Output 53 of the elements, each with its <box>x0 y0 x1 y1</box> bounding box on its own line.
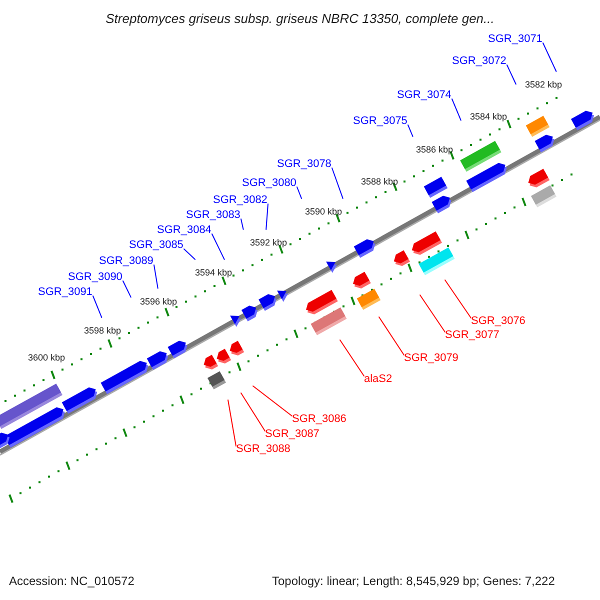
leader-line <box>122 280 132 298</box>
leader-line <box>252 386 292 416</box>
leader-line <box>378 316 404 356</box>
footer-text: Accession: NC_010572 <box>9 575 134 587</box>
leader-line <box>452 98 462 121</box>
gene-label: SGR_3080 <box>242 177 296 190</box>
scale-tick-label: 3600 kbp <box>28 354 66 362</box>
gene-label: SGR_3085 <box>129 239 184 252</box>
leader-line <box>240 392 266 432</box>
gene-label: SGR_3083 <box>186 209 240 222</box>
scale-tick-label: 3586 kbp <box>416 146 454 154</box>
leader-line <box>154 264 158 289</box>
gene-label: SGR_3075 <box>353 115 408 128</box>
leader-line <box>92 296 102 318</box>
scale-tick-label: 3596 kbp <box>140 298 178 306</box>
leader-line <box>420 294 446 332</box>
gene-label: SGR_3088 <box>236 443 290 456</box>
gene-label: SGR_3091 <box>38 286 92 299</box>
leader-line <box>408 124 414 137</box>
leader-line <box>212 234 225 260</box>
scale-tick-label: 3598 kbp <box>84 326 122 336</box>
gene-label: SGR_3079 <box>404 352 458 365</box>
gene-label: SGR_3090 <box>68 271 122 284</box>
leader-line <box>228 400 236 446</box>
leader-line <box>542 42 557 72</box>
gene-label: SGR_3071 <box>488 33 542 46</box>
leader-line <box>444 280 472 318</box>
leader-line <box>296 186 302 199</box>
footer-text: Topology: linear; Length: 8,545,929 bp; Genes: 7,222 <box>272 575 555 587</box>
scale-tick-label: 3590 kbp <box>305 208 342 216</box>
scale-tick-label: 3594 kbp <box>195 268 232 278</box>
leader-line <box>266 204 268 230</box>
gene-label: SGR_3077 <box>445 329 500 342</box>
gene-label: SGR_3089 <box>99 255 154 268</box>
scale-tick-label: 3588 kbp <box>361 178 398 186</box>
leader-line <box>332 168 344 199</box>
gene-label: SGR_3084 <box>157 224 212 237</box>
scale-tick-label: 3584 kbp <box>470 112 508 122</box>
chart-title: Streptomyces griseus subsp. griseus NBRC 13350, complete gen... <box>104 10 496 28</box>
gene-label: SGR_3082 <box>213 194 268 207</box>
gene-label: SGR_3072 <box>452 55 506 68</box>
leader-line <box>340 340 364 376</box>
gene-label: SGR_3076 <box>471 315 526 328</box>
leader-line <box>240 218 244 230</box>
scale-tick-label: 3592 kbp <box>250 238 288 248</box>
gene-label: SGR_3078 <box>277 158 332 171</box>
leader-line <box>506 64 516 85</box>
gene-label: alaS2 <box>364 373 392 386</box>
gene-label: SGR_3086 <box>292 413 346 426</box>
gene-label: SGR_3087 <box>265 428 320 441</box>
leader-line <box>184 248 196 260</box>
scale-tick-label: 3582 kbp <box>525 80 562 90</box>
gene-label: SGR_3074 <box>397 89 452 102</box>
